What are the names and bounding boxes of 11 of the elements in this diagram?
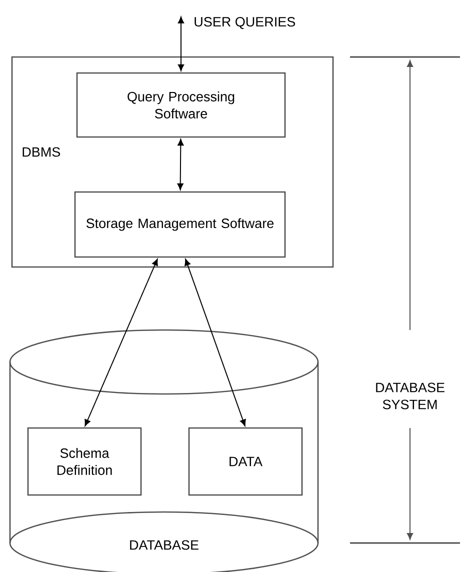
arrow xyxy=(177,138,184,190)
arrow xyxy=(84,258,158,426)
arrow xyxy=(184,258,246,426)
process-box: Storage Management Software xyxy=(74,191,286,258)
node-label: DATABASE xyxy=(130,540,198,550)
data-box: DATA xyxy=(188,427,303,496)
data-box: Schema Definition xyxy=(27,427,142,496)
process-box: Query Processing Software xyxy=(76,72,286,138)
dimension-label: DATABASE SYSTEM xyxy=(376,382,444,410)
label: USER QUERIES xyxy=(194,17,296,29)
arrow xyxy=(178,16,184,72)
